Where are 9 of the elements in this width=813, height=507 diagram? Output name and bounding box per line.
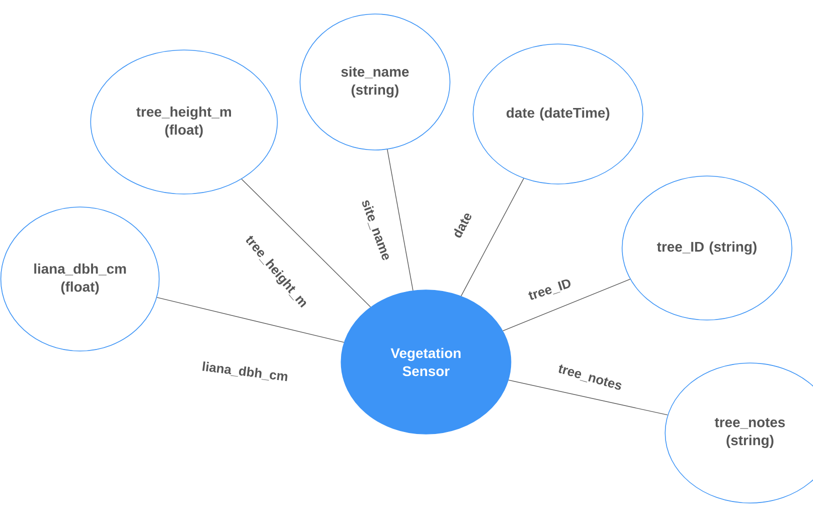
edge-label: tree_ID: [528, 279, 570, 300]
connector-line: [502, 278, 630, 332]
connector-line: [241, 178, 371, 308]
connector-line: [460, 178, 524, 296]
connector-line: [156, 297, 344, 343]
edge-label: date: [454, 214, 472, 238]
connector-line: [386, 149, 414, 291]
edge-label: liana_dbh_cm: [202, 361, 288, 382]
connector-line: [508, 380, 668, 416]
